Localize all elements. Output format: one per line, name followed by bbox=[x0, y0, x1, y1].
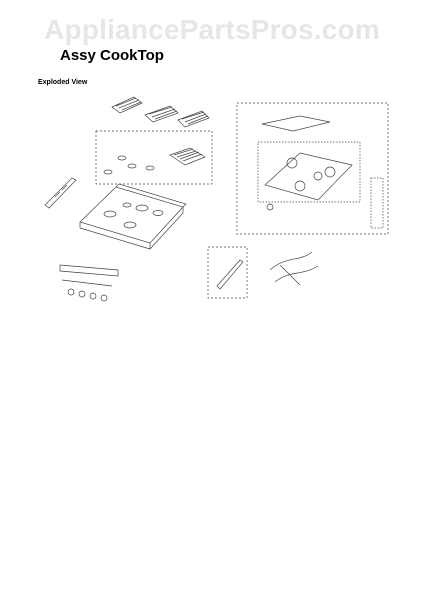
side-trim bbox=[44, 177, 77, 209]
burner-cap bbox=[127, 163, 137, 169]
griddle bbox=[169, 147, 206, 166]
knob bbox=[67, 288, 75, 296]
knob bbox=[100, 294, 108, 302]
control-panel bbox=[59, 264, 119, 302]
grate-center bbox=[144, 105, 179, 123]
cooktop-panel bbox=[79, 183, 187, 250]
caps-griddle-box bbox=[95, 130, 213, 185]
burner-cap bbox=[103, 169, 113, 175]
burner-base bbox=[264, 152, 353, 201]
grate-left bbox=[111, 96, 143, 114]
watermark: AppliancePartsPros.com bbox=[44, 14, 380, 45]
grate-right bbox=[177, 110, 210, 128]
burner-base-box bbox=[236, 102, 389, 235]
rear-rail bbox=[261, 115, 331, 132]
rail-box bbox=[207, 246, 248, 299]
burner-grates bbox=[111, 96, 210, 128]
page-title: Assy CookTop bbox=[60, 47, 164, 64]
burner-cap bbox=[117, 155, 127, 161]
view-label: Exploded View bbox=[38, 79, 88, 86]
valve-group bbox=[370, 177, 384, 229]
burner-cap bbox=[145, 165, 155, 171]
knob bbox=[78, 290, 86, 298]
knob bbox=[89, 292, 97, 300]
gas-tubing bbox=[269, 251, 319, 286]
